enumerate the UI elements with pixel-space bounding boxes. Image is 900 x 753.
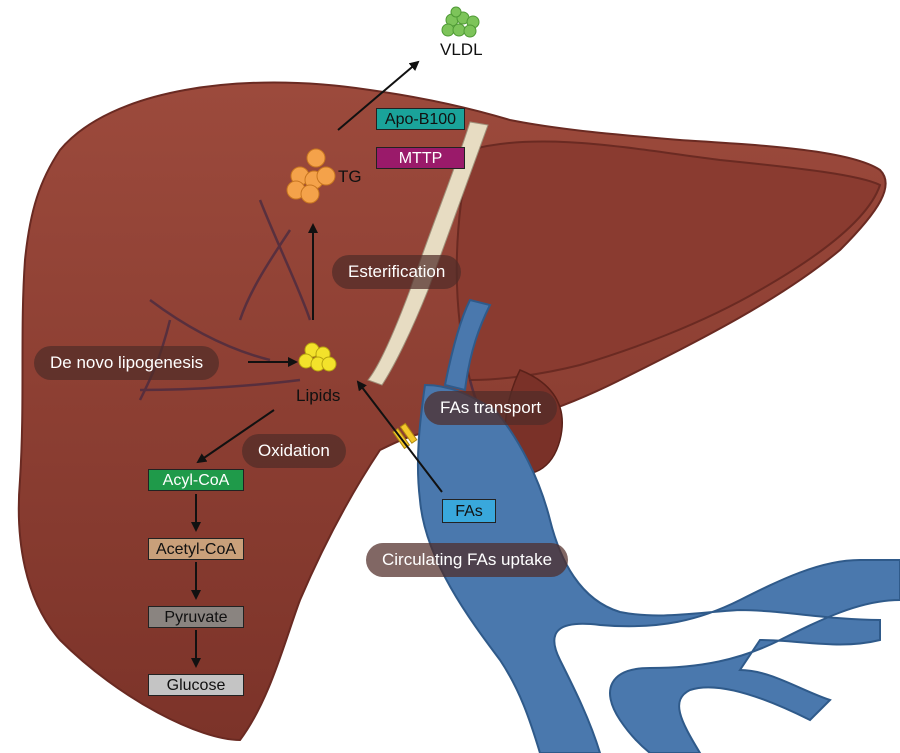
fas-box: FAs (442, 499, 496, 523)
circulating-fas-uptake-pill: Circulating FAs uptake (366, 543, 568, 577)
vldl-label: VLDL (440, 40, 483, 60)
de-novo-lipogenesis-pill: De novo lipogenesis (34, 346, 219, 380)
lipids-label: Lipids (296, 386, 340, 406)
esterification-pill: Esterification (332, 255, 461, 289)
pyruvate-box: Pyruvate (148, 606, 244, 628)
oxidation-pill: Oxidation (242, 434, 346, 468)
tg-label: TG (338, 167, 362, 187)
vldl-particle (442, 7, 479, 37)
apo-b100-box: Apo-B100 (376, 108, 465, 130)
acyl-coa-box: Acyl-CoA (148, 469, 244, 491)
fas-transport-pill: FAs transport (424, 391, 557, 425)
acetyl-coa-box: Acetyl-CoA (148, 538, 244, 560)
glucose-box: Glucose (148, 674, 244, 696)
mttp-box: MTTP (376, 147, 465, 169)
